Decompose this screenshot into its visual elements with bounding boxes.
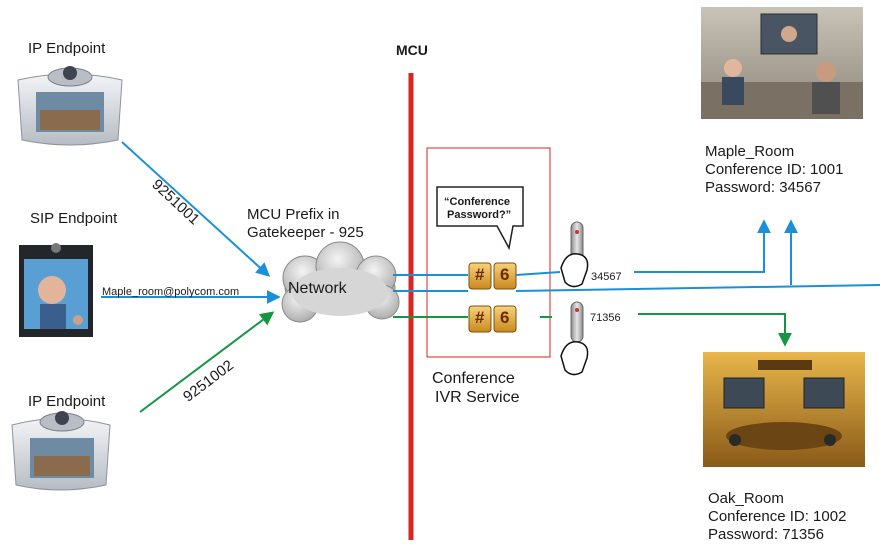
ivr-service-line-2: IVR Service	[435, 389, 520, 406]
keypad-key-icon	[468, 305, 517, 333]
sip-endpoint-label: SIP Endpoint	[30, 210, 118, 227]
network-cloud-icon	[281, 241, 400, 323]
keypad-key-icon	[468, 262, 517, 290]
oak-conference-id: Conference ID: 1002	[708, 508, 847, 525]
ip-endpoint-1-label: IP Endpoint	[28, 40, 106, 57]
maple-conference-id: Conference ID: 1001	[705, 161, 844, 178]
sip-endpoint-device	[19, 243, 93, 337]
sip-address: Maple_room@polycom.com	[102, 286, 240, 298]
oak-room-photo	[703, 352, 865, 467]
camera-icon	[51, 243, 61, 253]
key-line-blue-1	[515, 271, 561, 276]
key-hash-1: #	[475, 265, 485, 284]
mcu-label: MCU	[396, 42, 428, 58]
oak-password: Password: 71356	[708, 526, 824, 543]
gatekeeper-line-2: Gatekeeper - 925	[247, 224, 364, 241]
ip-endpoint-2-label: IP Endpoint	[28, 393, 106, 410]
ivr-service-line-1: Conference	[432, 370, 515, 387]
camera-icon	[63, 66, 77, 80]
prompt-line-2: Password?”	[447, 209, 512, 221]
prompt-line-1: “Conference	[444, 196, 511, 208]
ip-endpoint-1-device	[17, 66, 123, 146]
key-hash-2: #	[475, 308, 485, 327]
maple-room-name: Maple_Room	[705, 143, 795, 160]
maple-password-entered: 34567	[591, 271, 622, 283]
pointing-hand-icon	[560, 341, 589, 376]
oak-arrow	[638, 313, 792, 347]
password-prompt-bubble	[436, 186, 524, 251]
key-six-1: 6	[500, 265, 510, 284]
maple-arrow-1	[634, 219, 771, 273]
oak-room-name: Oak_Room	[708, 490, 784, 507]
network-label: Network	[288, 280, 347, 297]
ip1-to-network-arrow	[121, 141, 271, 277]
maple-room-photo	[701, 7, 863, 119]
oak-password-entered: 71356	[590, 312, 621, 324]
gatekeeper-line-1: MCU Prefix in	[247, 206, 340, 223]
ip-endpoint-2-device	[11, 411, 111, 491]
key-six-2: 6	[500, 308, 510, 327]
camera-icon	[55, 411, 69, 425]
maple-password: Password: 34567	[705, 179, 821, 196]
ip2-to-network-arrow	[139, 311, 275, 413]
remote-control-icon	[570, 301, 584, 343]
pointing-hand-icon	[560, 253, 589, 288]
ivr-service-box	[426, 147, 551, 358]
key-line-blue-2	[515, 284, 881, 292]
